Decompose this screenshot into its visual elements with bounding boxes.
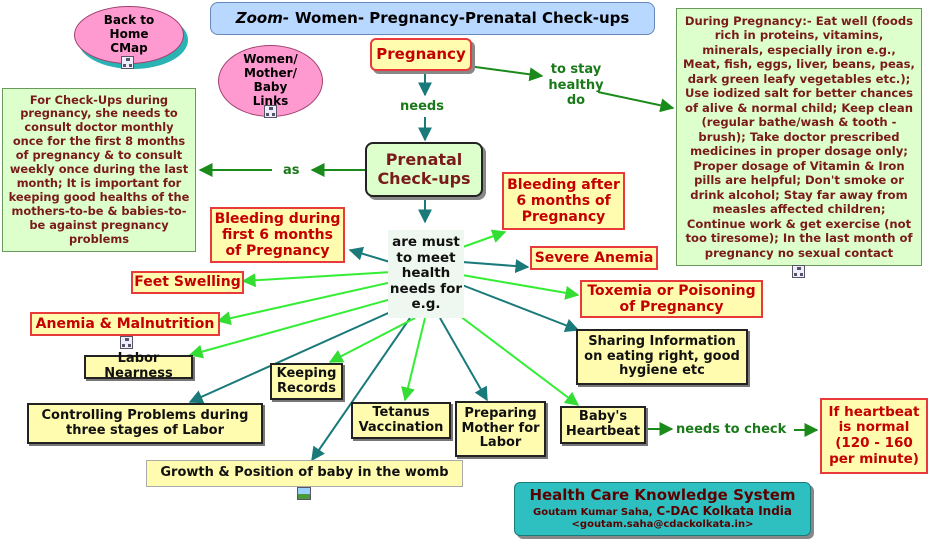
arrow-to-labor-nearness	[188, 297, 396, 359]
back-home-link[interactable]: Back to Home CMap	[74, 6, 184, 64]
link-needs-to-check: needs to check	[676, 422, 787, 437]
node-are-must: are must to meet health needs for e.g.	[388, 230, 464, 318]
labor-nearness-label: Labor Nearness	[104, 351, 173, 381]
growth-position-label: Growth & Position of baby in the womb	[160, 465, 449, 481]
tetanus-label: Tetanus Vaccination	[358, 404, 444, 435]
node-anemia-malnutrition: Anemia & Malnutrition	[30, 312, 220, 336]
checkups-info-text: For Check-Ups during pregnancy, she need…	[8, 92, 190, 246]
node-keeping-records: Keeping Records	[270, 363, 343, 400]
node-severe-anemia: Severe Anemia	[530, 246, 658, 270]
arrow-to-heartbeat	[451, 309, 580, 406]
back-home-label: Back to Home CMap	[103, 13, 155, 55]
node-during-pregnancy: During Pregnancy:- Eat well (foods rich …	[676, 8, 922, 266]
arrow-to-tetanus	[401, 317, 426, 402]
arrow-to-bleeding-first6	[348, 246, 391, 263]
node-preparing-mother: Preparing Mother for Labor	[455, 401, 546, 457]
footer-credits: Health Care Knowledge System Goutam Kuma…	[514, 482, 811, 536]
babys-heartbeat-label: Baby's Heartbeat	[565, 409, 641, 439]
node-prenatal-checkups: Prenatal Check-ups	[365, 142, 483, 197]
keeping-records-label: Keeping Records	[276, 365, 337, 396]
arrow-to-keeping-records	[328, 317, 416, 363]
bleeding-first6-label: Bleeding during first 6 months of Pregna…	[214, 210, 341, 260]
link-needs: needs	[400, 99, 444, 114]
pregnancy-label: Pregnancy	[376, 44, 466, 63]
cmap-link-icon[interactable]	[121, 56, 134, 69]
node-sharing-info: Sharing Information on eating right, goo…	[576, 329, 748, 385]
node-toxemia: Toxemia or Poisoning of Pregnancy	[580, 280, 763, 318]
title-prefix: Zoom-	[235, 8, 290, 27]
arrow-to-severe-anemia	[461, 259, 530, 274]
toxemia-label: Toxemia or Poisoning of Pregnancy	[587, 282, 756, 315]
arrow-tostay-during	[597, 91, 675, 113]
preparing-mother-label: Preparing Mother for Labor	[461, 405, 540, 451]
cmap-link-icon[interactable]	[120, 336, 133, 349]
arrow-to-toxemia	[461, 274, 580, 300]
are-must-label: are must to meet health needs for e.g.	[389, 234, 463, 313]
during-pregnancy-text: During Pregnancy:- Eat well (foods rich …	[683, 13, 915, 260]
node-babys-heartbeat: Baby's Heartbeat	[560, 406, 646, 444]
heartbeat-normal-label: If heartbeat is normal (120 - 160 per mi…	[828, 403, 920, 467]
title-text: Women- Pregnancy-Prenatal Check-ups	[295, 8, 630, 27]
image-link-icon[interactable]	[297, 487, 311, 500]
women-links-label: Women/ Mother/ Baby Links	[243, 52, 298, 108]
footer-system: Health Care Knowledge System	[529, 486, 796, 505]
arrow-to-feet	[241, 271, 393, 288]
node-pregnancy: Pregnancy	[370, 38, 472, 71]
prenatal-label: Prenatal Check-ups	[377, 150, 471, 188]
node-tetanus: Tetanus Vaccination	[351, 402, 451, 439]
footer-author-line: Goutam Kumar Saha, C-DAC Kolkata India	[533, 505, 792, 519]
arrow-to-controlling	[188, 309, 396, 404]
arrow-to-sharing-info	[461, 284, 580, 332]
node-labor-nearness: Labor Nearness	[84, 351, 193, 381]
node-checkups-info: For Check-Ups during pregnancy, she need…	[2, 88, 196, 252]
node-controlling-problems: Controlling Problems during three stages…	[27, 403, 263, 444]
sharing-info-label: Sharing Information on eating right, goo…	[584, 333, 740, 379]
node-feet-swelling: Feet Swelling	[131, 271, 244, 294]
women-links[interactable]: Women/ Mother/ Baby Links	[218, 45, 323, 117]
bleeding-after6-label: Bleeding after 6 months of Pregnancy	[507, 176, 620, 226]
footer-email: <goutam.saha@cdackolkata.in>	[571, 519, 754, 531]
arrow-to-anemia-malnutrition	[216, 281, 393, 326]
arrow-pregnancy-tostay	[467, 65, 544, 82]
arrow-to-growth	[311, 317, 411, 462]
link-as: as	[283, 163, 300, 178]
feet-swelling-label: Feet Swelling	[134, 274, 241, 291]
page-title: Zoom- Women- Pregnancy-Prenatal Check-up…	[210, 2, 655, 35]
anemia-malnutrition-label: Anemia & Malnutrition	[35, 315, 215, 332]
node-bleeding-first6: Bleeding during first 6 months of Pregna…	[210, 207, 345, 263]
footer-author: Goutam Kumar Saha,	[532, 507, 653, 519]
cmap-link-icon[interactable]	[264, 105, 277, 118]
link-to-stay-healthy: to stay healthy do	[545, 62, 607, 109]
node-bleeding-after6: Bleeding after 6 months of Pregnancy	[502, 172, 625, 230]
footer-org: C-DAC Kolkata India	[656, 504, 792, 519]
node-growth-position: Growth & Position of baby in the womb	[146, 460, 463, 487]
arrow-to-preparing	[439, 317, 488, 402]
arrow-to-bleeding-after6	[459, 229, 507, 249]
cmap-link-icon[interactable]	[792, 265, 805, 278]
node-heartbeat-normal: If heartbeat is normal (120 - 160 per mi…	[820, 398, 928, 474]
to-stay-healthy-label: to stay healthy do	[548, 62, 604, 109]
controlling-problems-label: Controlling Problems during three stages…	[41, 407, 249, 438]
severe-anemia-label: Severe Anemia	[534, 249, 654, 266]
